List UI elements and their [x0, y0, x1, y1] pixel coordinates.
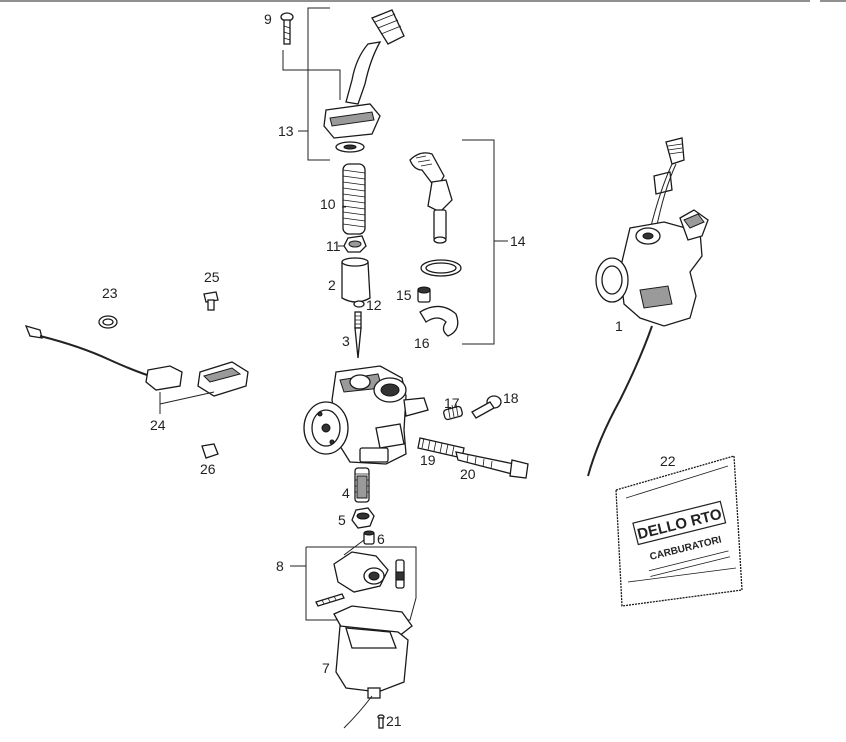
callout-6: 6: [377, 531, 385, 547]
part-2-throttle-slide: [341, 257, 371, 303]
part-10-spring: [342, 163, 366, 235]
part-11-needle-clip: [343, 235, 367, 253]
callout-21: 21: [386, 713, 402, 729]
part-23-clamp: [98, 315, 118, 329]
callout-11: 11: [326, 238, 341, 254]
part-9-screw: [280, 12, 294, 45]
callout-16: 16: [414, 335, 430, 351]
callout-13: 13: [278, 123, 294, 139]
callout-17: 17: [444, 395, 460, 411]
callout-12: 12: [366, 297, 382, 313]
callout-3: 3: [342, 333, 350, 349]
part-12-ring: [353, 300, 365, 308]
callout-25: 25: [204, 269, 220, 285]
callout-4: 4: [342, 485, 350, 501]
part-1-carburetor-assembled: [587, 137, 709, 477]
part-14-choke-lever: [409, 152, 462, 277]
bracket-14: [462, 139, 495, 345]
leader-9: [282, 50, 341, 100]
part-25-bolt: [203, 291, 219, 311]
callout-18: 18: [503, 390, 519, 406]
callout-26: 26: [200, 461, 216, 477]
part-20-screw: [455, 451, 529, 479]
callout-24: 24: [150, 417, 166, 433]
part-5-nut: [351, 507, 375, 529]
carburetor-body-main: [303, 365, 429, 465]
callout-15: 15: [396, 287, 412, 303]
part-24-heater-cable: [24, 325, 249, 397]
part-8-float-kit: [315, 551, 405, 607]
callout-2: 2: [328, 277, 336, 293]
part-26-clip: [201, 443, 219, 459]
box-8: [305, 546, 417, 621]
callout-14: 14: [510, 233, 526, 249]
part-21-screw: [377, 714, 385, 729]
bracket-13: [307, 7, 330, 161]
part-18-screw: [471, 395, 502, 419]
callout-19: 19: [420, 452, 436, 468]
callout-8: 8: [276, 558, 284, 574]
part-16-clip: [419, 305, 459, 337]
part-6-jet: [363, 530, 375, 545]
callout-9: 9: [264, 11, 272, 27]
part-15-plug: [417, 286, 431, 303]
part-4-jet: [354, 467, 370, 503]
callout-23: 23: [102, 285, 118, 301]
callout-22: 22: [660, 453, 676, 469]
part-7-float-bowl: [333, 605, 413, 729]
part-22-instruction-bag: DELLO RTO CARBURATORI: [615, 455, 743, 607]
part-17-spring: [443, 403, 463, 421]
part-13-throttle-cap: [323, 9, 405, 153]
leader-24: [159, 391, 215, 405]
callout-20: 20: [460, 466, 476, 482]
callout-1: 1: [615, 318, 623, 334]
callout-7: 7: [322, 660, 330, 676]
callout-10: 10: [320, 196, 336, 212]
part-3-needle: [354, 311, 362, 359]
callout-5: 5: [338, 512, 346, 528]
